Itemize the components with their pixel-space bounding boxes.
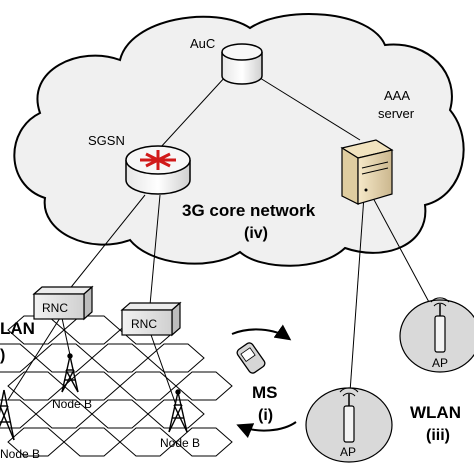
ms-index: (i) bbox=[258, 407, 273, 424]
router-icon bbox=[125, 145, 191, 195]
link-rnc2-towerC bbox=[149, 331, 177, 406]
link-rnc1-tower bbox=[7, 317, 61, 401]
link-auc-sgsn bbox=[159, 75, 227, 149]
database-cylinder-icon bbox=[221, 43, 263, 85]
wlan-index: (iii) bbox=[426, 427, 450, 444]
link-aaa-ap2 bbox=[371, 195, 431, 305]
server-icon bbox=[340, 139, 394, 205]
link-sgsn-rnc1 bbox=[63, 194, 146, 297]
cell-tower-icon bbox=[61, 353, 79, 393]
ms-title: MS bbox=[252, 383, 278, 402]
phone-icon bbox=[236, 342, 266, 374]
node-b-label-2: Node B bbox=[0, 447, 40, 461]
link-rnc1-towerA bbox=[61, 317, 71, 356]
sgsn-label: SGSN bbox=[88, 133, 125, 148]
ap-label-1: AP bbox=[340, 445, 356, 459]
aaa-label-line1: AAA bbox=[384, 88, 410, 103]
access-point-icon bbox=[305, 387, 393, 463]
connection-lines bbox=[7, 75, 431, 406]
cell-tower-icon bbox=[0, 389, 15, 441]
aaa-label-line2: server bbox=[378, 106, 415, 121]
rnc-box-icon bbox=[120, 301, 182, 337]
wlan-title: WLAN bbox=[410, 403, 461, 422]
rnc-label-1: RNC bbox=[42, 301, 68, 315]
access-point-icon bbox=[399, 297, 474, 373]
cell-tower-icon bbox=[168, 389, 188, 433]
auc-label: AuC bbox=[190, 36, 215, 51]
hex-cell-grid bbox=[0, 315, 233, 457]
core-network-index: (iv) bbox=[244, 225, 268, 242]
core-network-title: 3G core network bbox=[182, 201, 316, 220]
node-b-label-3: Node B bbox=[160, 436, 200, 450]
ap-label-2: AP bbox=[432, 356, 448, 370]
umts-index-fragment: ) bbox=[0, 347, 5, 364]
rnc-label-2: RNC bbox=[131, 317, 157, 331]
node-b-label-1: Node B bbox=[52, 397, 92, 411]
link-aaa-ap1 bbox=[349, 195, 365, 393]
umts-title-fragment: LAN bbox=[0, 319, 35, 338]
cycle-arrow-icon bbox=[231, 324, 297, 439]
rnc-box-icon bbox=[32, 285, 94, 321]
core-network-cloud bbox=[13, 13, 465, 267]
link-sgsn-rnc2 bbox=[149, 194, 161, 306]
link-auc-aaa bbox=[259, 77, 361, 141]
